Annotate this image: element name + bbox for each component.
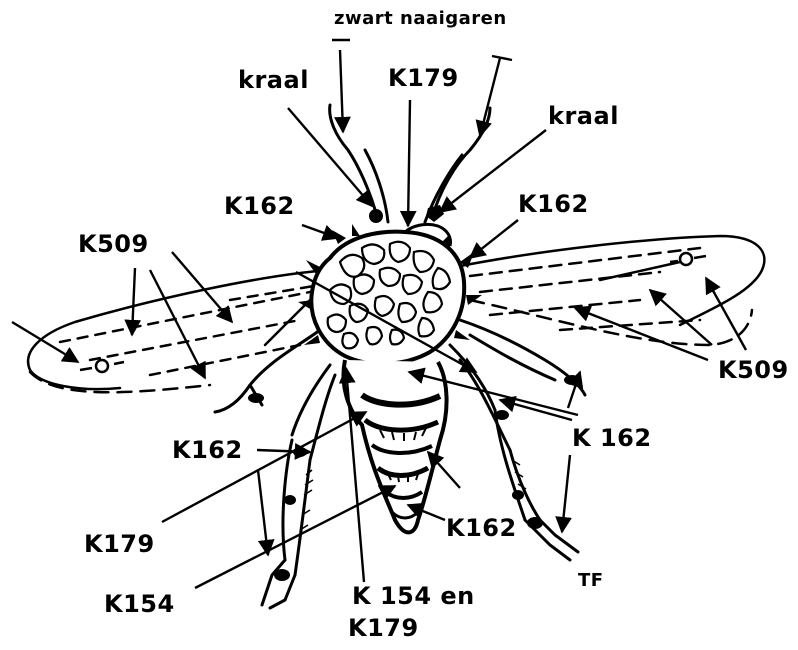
label-k154-left: K154 [104,592,175,616]
label-k162-right: K 162 [572,426,652,450]
leader-lines [12,50,746,588]
label-k179-bottom: K179 [348,616,419,640]
right-wing [450,236,764,345]
label-k154-en: K 154 en [352,584,475,608]
label-kraal-right: kraal [548,104,619,128]
left-wing-cell [80,360,124,372]
label-k162-upper-left: K162 [224,194,295,218]
abdomen [344,360,447,532]
kraal-beads [369,205,444,223]
label-k162-bottom: K162 [446,516,517,540]
label-k509-left: K509 [78,232,149,256]
label-k509-right: K509 [718,358,789,382]
label-k162-upper-right: K162 [518,192,589,216]
label-k162-left: K162 [172,438,243,462]
label-k179-top: K179 [388,66,459,90]
artist-initials: TF [578,572,604,590]
label-kraal-left: kraal [238,68,309,92]
thread-crossbar [332,40,512,60]
label-zwart-naaigaren: zwart naaigaren [334,10,507,28]
left-wing [28,270,330,392]
label-k179-left: K179 [84,532,155,556]
